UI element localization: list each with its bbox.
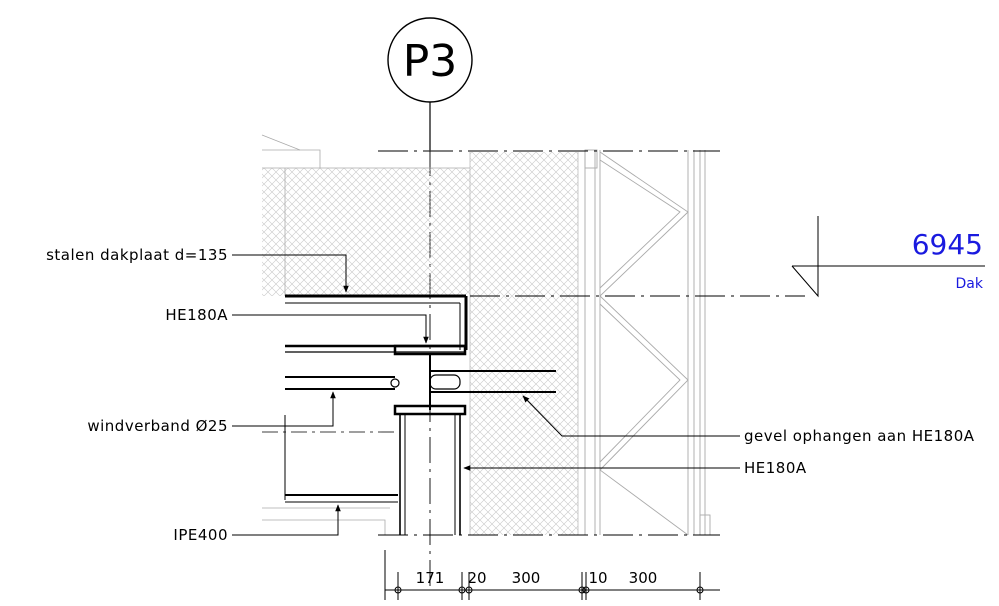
dimension-value: 300 (629, 569, 658, 587)
level-lines (378, 150, 805, 536)
grid-label: P3 (403, 36, 458, 87)
dimension-value: 10 (588, 569, 607, 587)
label-he180a-top: HE180A (165, 306, 228, 324)
facade-framework (584, 149, 711, 536)
ipe400-beam (262, 415, 398, 535)
dimension-value: 300 (512, 569, 541, 587)
dimension-value: 20 (467, 569, 486, 587)
level-name: Dak (956, 276, 984, 292)
label-he180a-right: HE180A (744, 459, 807, 477)
wind-bracing (285, 374, 461, 390)
roof-insulation (261, 134, 470, 296)
label-ipe400: IPE400 (173, 526, 228, 544)
facade-suspension (430, 370, 556, 393)
facade-insulation (469, 152, 579, 535)
dimension-chain (384, 550, 720, 600)
label-gevel-ophangen: gevel ophangen aan HE180A (744, 427, 975, 445)
level-marker: 6945 Dak (791, 216, 985, 298)
label-dakplaat: stalen dakplaat d=135 (46, 246, 228, 264)
grid-bubble: P3 (387, 17, 473, 150)
steel-deck (285, 294, 468, 350)
label-windverband: windverband Ø25 (87, 417, 228, 435)
level-value: 6945 (912, 228, 983, 261)
annotation-leaders (232, 254, 740, 536)
he180a-profile (285, 344, 467, 535)
dimension-value: 171 (416, 569, 445, 587)
